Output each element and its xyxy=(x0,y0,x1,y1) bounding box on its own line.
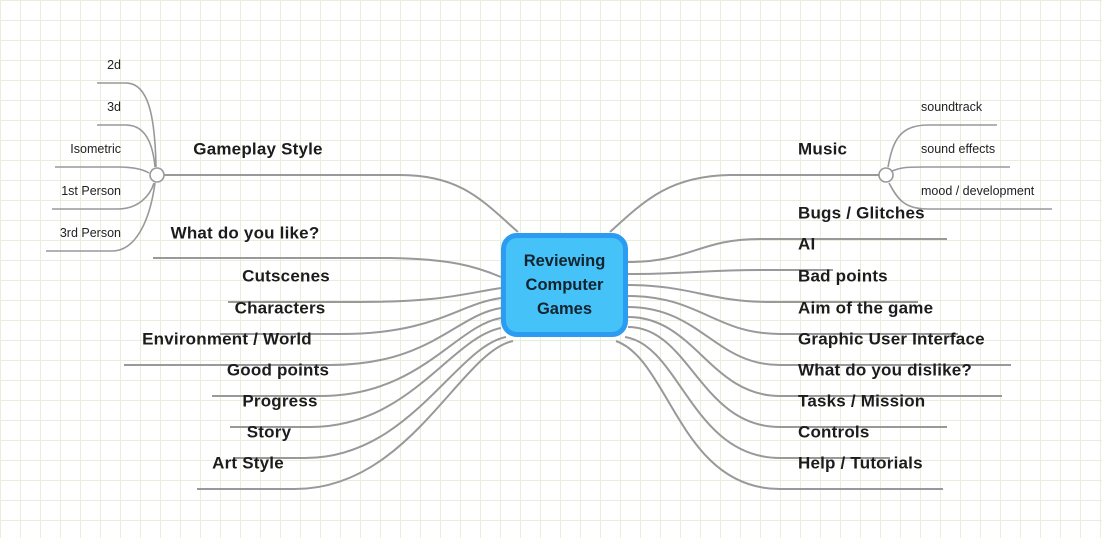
node-graphic-user-interface[interactable]: Graphic User Interface xyxy=(798,329,985,349)
connector-what-do-you-dislike xyxy=(627,316,1002,397)
connector-sound-effects xyxy=(891,166,1010,172)
node-ai[interactable]: AI xyxy=(798,234,816,254)
center-node[interactable]: Reviewing Computer Games xyxy=(501,233,628,337)
connector-graphic-user-interface xyxy=(627,306,1011,366)
node-what-do-you-dislike[interactable]: What do you dislike? xyxy=(798,360,973,380)
connector-cutscenes xyxy=(228,287,502,303)
node-mood-development[interactable]: mood / development xyxy=(921,183,1035,198)
node-2d[interactable]: 2d xyxy=(107,57,121,72)
connector-3rd-person xyxy=(46,182,156,252)
node-gameplay-style[interactable]: Gameplay Style xyxy=(193,139,323,159)
connector-aim-of-the-game xyxy=(627,295,958,335)
node-3rd-person[interactable]: 3rd Person xyxy=(59,225,121,240)
node-3d[interactable]: 3d xyxy=(107,99,121,114)
node-bad-points[interactable]: Bad points xyxy=(798,266,888,286)
connector-3d xyxy=(97,124,156,168)
connector-help-tutorials xyxy=(615,340,943,490)
node-cutscenes[interactable]: Cutscenes xyxy=(242,266,330,286)
node-tasks-mission[interactable]: Tasks / Mission xyxy=(798,391,926,411)
connector-tasks-mission xyxy=(627,326,947,428)
node-isometric[interactable]: Isometric xyxy=(70,141,121,156)
node-sound-effects[interactable]: sound effects xyxy=(921,141,996,156)
node-bugs-glitches[interactable]: Bugs / Glitches xyxy=(798,203,925,223)
node-music[interactable]: Music xyxy=(798,139,848,159)
connector-controls xyxy=(624,336,890,459)
connector-story xyxy=(233,336,507,459)
node-story[interactable]: Story xyxy=(246,422,292,442)
node-progress[interactable]: Progress xyxy=(242,391,318,411)
connector-good-points xyxy=(212,317,502,397)
node-help-tutorials[interactable]: Help / Tutorials xyxy=(798,453,923,473)
node-aim-of-the-game[interactable]: Aim of the game xyxy=(798,298,934,318)
connector-bad-points xyxy=(627,284,918,303)
connector-gameplay-style xyxy=(164,174,519,233)
node-soundtrack[interactable]: soundtrack xyxy=(921,99,983,114)
connector-environment-world xyxy=(124,307,502,366)
connector-characters xyxy=(220,297,502,335)
connector-what-do-you-like xyxy=(153,257,502,278)
connector-art-style xyxy=(197,340,514,490)
node-good-points[interactable]: Good points xyxy=(226,360,330,380)
connector-isometric xyxy=(55,166,150,174)
connector-soundtrack xyxy=(887,124,997,168)
music-junction-dot[interactable] xyxy=(878,167,894,183)
connector-bugs-glitches xyxy=(627,238,947,263)
node-1st-person[interactable]: 1st Person xyxy=(61,183,121,198)
connector-2d xyxy=(97,82,157,168)
center-node-line: Reviewing xyxy=(523,252,606,270)
node-environment-world[interactable]: Environment / World xyxy=(142,329,312,349)
center-node-line: Games xyxy=(536,300,593,318)
center-node-line: Computer xyxy=(525,276,604,294)
node-what-do-you-like[interactable]: What do you like? xyxy=(170,223,320,243)
node-controls[interactable]: Controls xyxy=(798,422,870,442)
gameplay-style-junction-dot[interactable] xyxy=(149,167,165,183)
connector-music xyxy=(609,174,879,233)
connector-ai xyxy=(627,269,833,275)
connector-progress xyxy=(230,327,502,428)
connector-mood-development xyxy=(888,182,1052,210)
node-art-style[interactable]: Art Style xyxy=(212,453,284,473)
connector-1st-person xyxy=(52,182,155,210)
node-characters[interactable]: Characters xyxy=(234,298,326,318)
